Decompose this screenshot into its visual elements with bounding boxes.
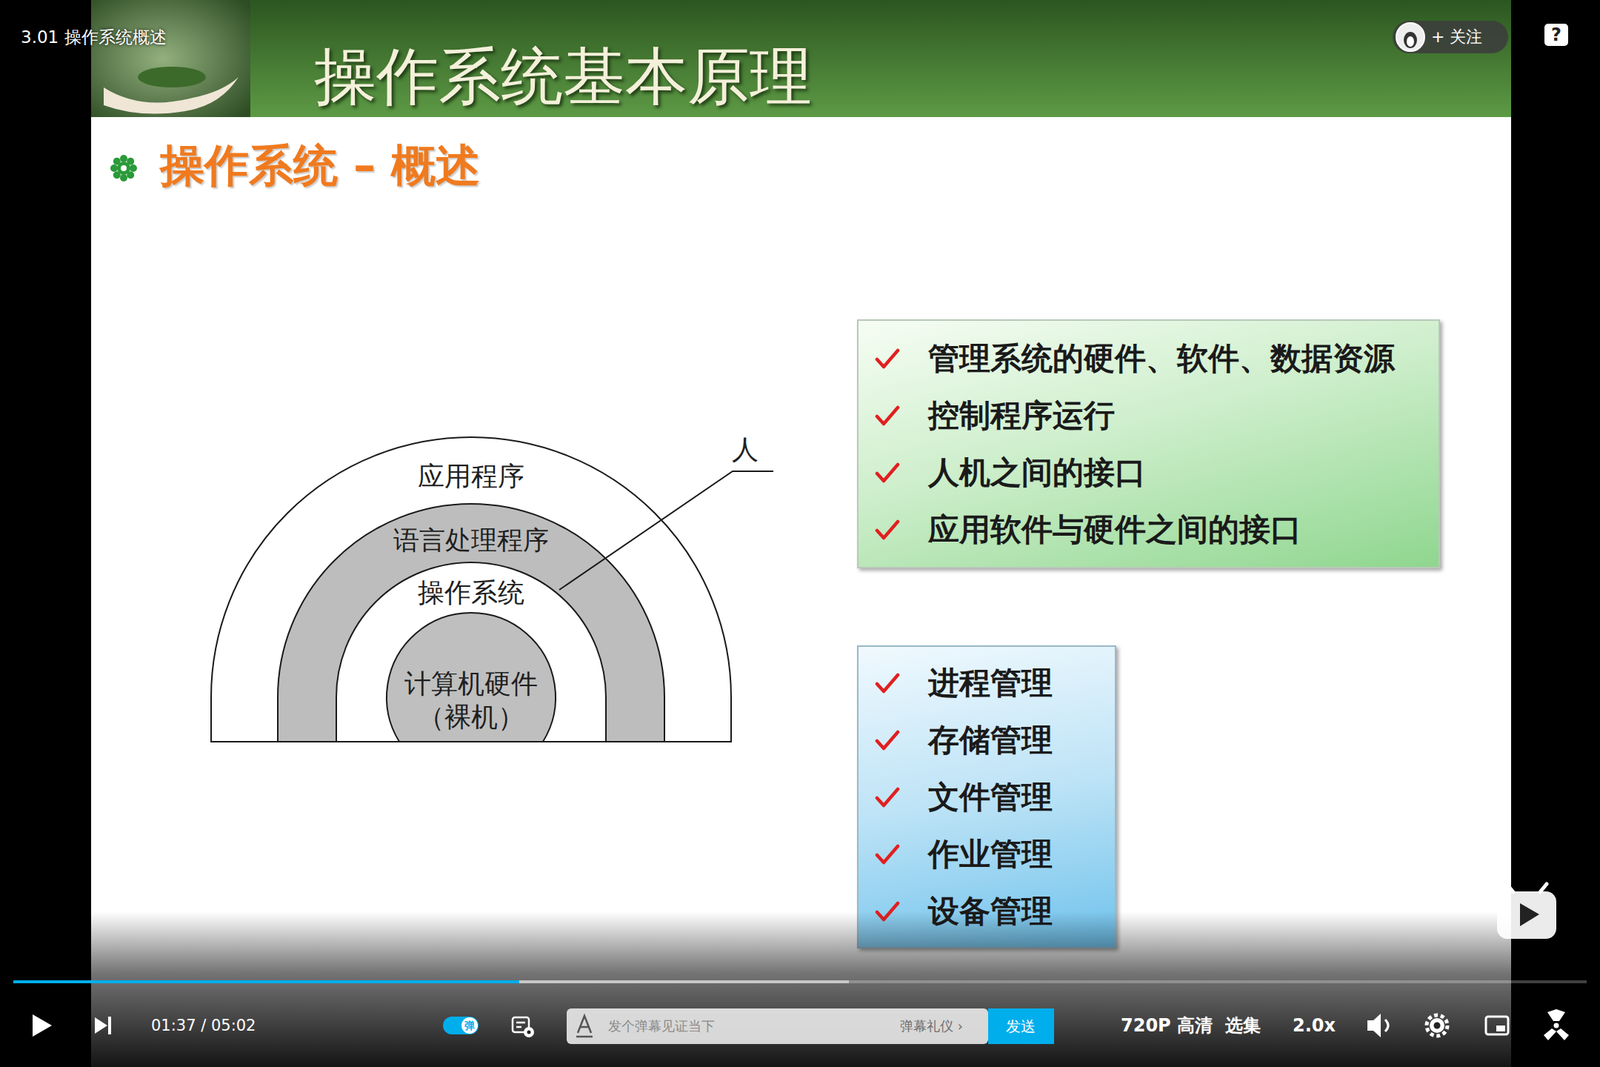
progress-track — [13, 980, 1587, 983]
episode-selector-holder: 选集 — [1225, 1014, 1261, 1037]
bullet-item: 存储管理 — [928, 711, 1053, 769]
band-label: 语言处理程序 — [277, 523, 665, 557]
check-mark — [874, 842, 900, 866]
quality-selector: 720P 高清 — [1120, 1014, 1213, 1037]
follow-button-text-holder: + 关注 — [1431, 26, 1483, 48]
quality-selector-holder: 720P 高清 — [1120, 1014, 1213, 1037]
bullet-item: 进程管理 — [928, 654, 1053, 712]
playback-time: 01:37 / 05:02 — [151, 1015, 256, 1035]
bilibili-tv-icon — [1497, 883, 1557, 939]
slide-title-holder: 操作系统基本原理 — [314, 37, 812, 116]
operating-system-band: 操作系统计算机硬件 （裸机） — [336, 562, 606, 742]
band-label: 计算机硬件 （裸机） — [397, 666, 546, 734]
video-title-holder: 3.01 操作系统概述 — [20, 26, 167, 49]
playback-time-holder: 01:37 / 05:02 — [151, 1015, 256, 1035]
follow-button-text: + 关注 — [1431, 26, 1483, 48]
danmaku-toggle-knob — [461, 1017, 478, 1034]
bullet-item: 文件管理 — [928, 768, 1053, 826]
band-label: 操作系统 — [336, 576, 606, 609]
check-mark — [874, 518, 900, 541]
band-shape — [277, 503, 665, 742]
bullet-item: 设备管理 — [928, 882, 1053, 940]
band-shape — [211, 437, 732, 742]
danmaku-etiquette-link-holder: 弹幕礼仪 › — [900, 1017, 963, 1035]
danmaku-placeholder: 发个弹幕见证当下 — [608, 1017, 715, 1035]
send-button-text: 发送 — [1005, 1017, 1036, 1036]
volume-icon — [1367, 1013, 1389, 1038]
danmaku-toggle — [442, 1016, 479, 1035]
section-heading: 操作系统 – 概述 — [160, 137, 480, 194]
os-role-box: 管理系统的硬件、软件、数据资源控制程序运行人机之间的接口应用软件与硬件之间的接口 — [857, 319, 1440, 569]
bullet-item: 作业管理 — [928, 825, 1053, 883]
section-heading-holder: 操作系统 – 概述 — [160, 137, 480, 194]
band-label: 应用程序 — [211, 460, 732, 493]
os-function-box: 进程管理存储管理文件管理作业管理设备管理 — [857, 645, 1117, 949]
follow-pill — [1392, 20, 1509, 54]
language-processor-band: 语言处理程序操作系统计算机硬件 （裸机） — [277, 503, 665, 742]
send-button-text-holder: 发送 — [1005, 1017, 1036, 1036]
next-icon — [94, 1016, 112, 1035]
header-picture — [91, 0, 251, 118]
bullet-item: 管理系统的硬件、软件、数据资源 — [928, 329, 1395, 387]
check-mark — [874, 347, 900, 370]
help-icon-holder: ? — [1544, 23, 1569, 46]
danmaku-etiquette-link: 弹幕礼仪 › — [900, 1017, 963, 1035]
speed-selector: 2.0x — [1292, 1014, 1336, 1037]
band-shape — [386, 612, 556, 742]
band-shape — [336, 562, 606, 742]
danmaku-placeholder-holder: 发个弹幕见证当下 — [608, 1017, 715, 1035]
danmaku-toggle-text: 弹 — [464, 1019, 475, 1033]
bullet-item: 应用软件与硬件之间的接口 — [928, 500, 1302, 558]
header-plant — [137, 66, 206, 88]
check-mark — [874, 671, 900, 695]
person-leader-line — [559, 471, 774, 590]
uploader-avatar — [1396, 22, 1425, 52]
check-mark — [874, 461, 900, 484]
slide-header-band — [91, 0, 1512, 118]
settings-icon — [1426, 1014, 1448, 1036]
application-band: 应用程序语言处理程序操作系统计算机硬件 （裸机） — [211, 437, 732, 742]
episode-selector: 选集 — [1225, 1014, 1261, 1037]
person-label-holder: 人 — [731, 432, 759, 466]
picture-in-picture-icon — [1485, 1016, 1509, 1035]
progress-buffer — [13, 980, 849, 983]
play-icon — [32, 1014, 52, 1037]
bullet-item: 控制程序运行 — [928, 386, 1115, 444]
bullet-gear — [110, 154, 138, 182]
bullet-item: 人机之间的接口 — [928, 443, 1146, 501]
help-icon: ? — [1544, 23, 1569, 46]
hardware-core: 计算机硬件 （裸机） — [386, 612, 556, 742]
controls-shade — [0, 911, 1600, 1067]
person-label: 人 — [731, 432, 759, 466]
speed-selector-holder: 2.0x — [1292, 1014, 1336, 1037]
check-mark — [874, 404, 900, 427]
slide-title: 操作系统基本原理 — [314, 37, 812, 116]
progress-played — [13, 980, 520, 983]
check-mark — [874, 785, 900, 809]
slide-page — [91, 0, 1512, 1067]
check-mark — [874, 900, 900, 923]
danmaku-input — [566, 1008, 989, 1044]
text-style-icon — [576, 1015, 593, 1037]
check-mark — [874, 728, 900, 752]
send-button — [988, 1008, 1055, 1044]
danmaku-settings-icon — [512, 1017, 535, 1038]
video-title: 3.01 操作系统概述 — [20, 26, 167, 49]
fullscreen-icon — [1543, 1008, 1569, 1040]
danmaku-toggle-text-holder: 弹 — [464, 1018, 475, 1033]
header-hands — [103, 77, 239, 115]
